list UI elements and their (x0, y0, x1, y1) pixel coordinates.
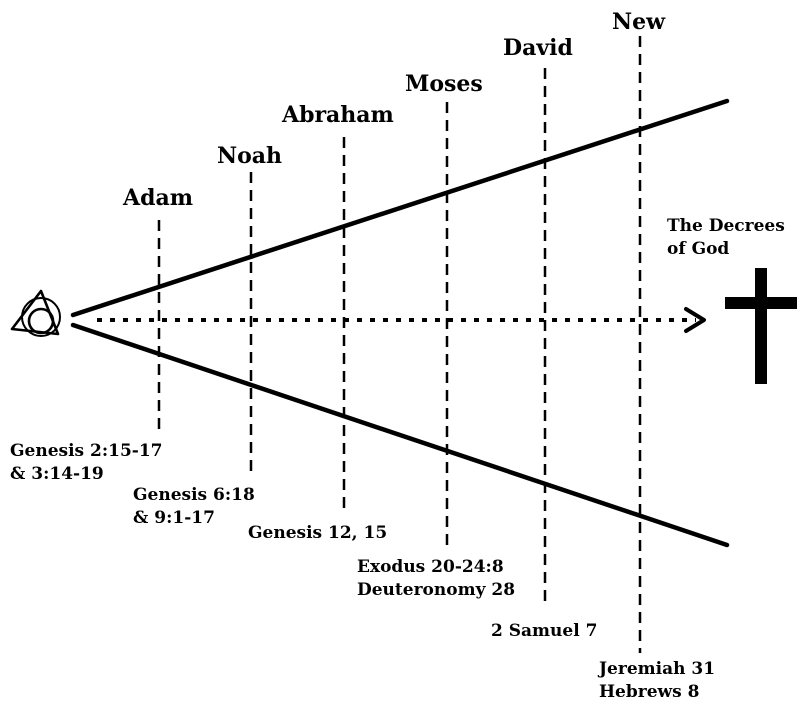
adam-label: Adam (123, 185, 193, 211)
noah-label: Noah (217, 143, 283, 169)
lower-diverging-line (70, 322, 730, 548)
adam-reference: Genesis 2:15-17 & 3:14-19 (10, 441, 163, 484)
new-label: New (612, 9, 666, 35)
moses-reference: Exodus 20-24:8 Deuteronomy 28 (357, 557, 516, 600)
abraham-reference: Genesis 12, 15 (248, 523, 388, 543)
arrowhead-icon (684, 307, 706, 333)
cross-icon (725, 268, 797, 384)
upper-diverging-line (70, 98, 730, 318)
david-label: David (503, 35, 573, 61)
noah-reference: Genesis 6:18 & 9:1-17 (133, 485, 255, 528)
decrees-label: The Decrees of God (667, 216, 785, 259)
moses-label: Moses (405, 71, 483, 97)
david-reference: 2 Samuel 7 (491, 621, 598, 641)
new-reference: Jeremiah 31 Hebrews 8 (599, 659, 716, 702)
trinity-knot-icon (10, 289, 61, 337)
abraham-label: Abraham (282, 102, 394, 128)
